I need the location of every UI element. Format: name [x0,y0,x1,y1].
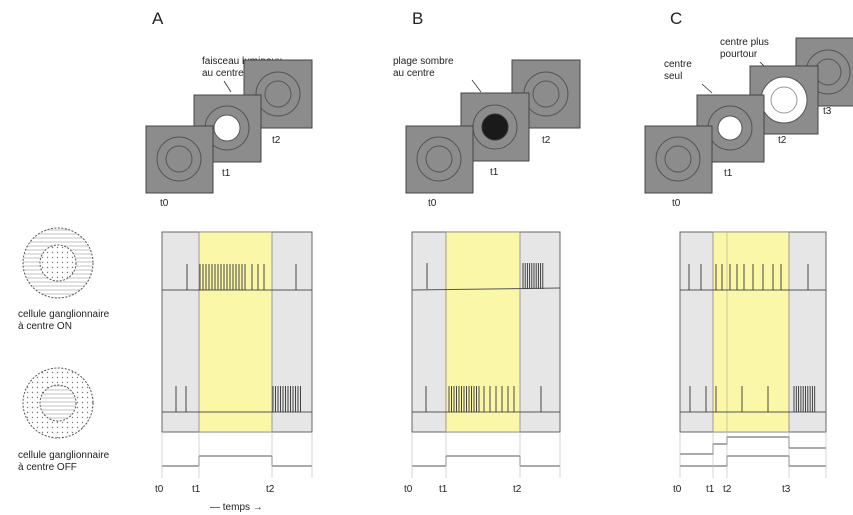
off-cell-label-line1: cellule ganglionnaire [18,450,110,461]
time-label-b-t1: t1 [439,484,448,495]
panel-b-traces: t0 t1 t2 [404,231,561,495]
frame-label-c-t2: t2 [778,135,787,146]
callout-a-line2: au centre [202,68,244,79]
time-axis-label: — temps → [210,502,263,513]
frame-label-c-t1: t1 [724,168,733,179]
time-label-c-t0: t0 [673,484,682,495]
panel-c-stimulus: centre seul centre plus pourtour t3 t2 t… [644,37,853,209]
on-cell-label-line2: à centre ON [18,321,72,332]
time-label-b-t0: t0 [404,484,413,495]
callout-b-line2: au centre [393,68,435,79]
callout-a-line1: faisceau lumineux [202,56,282,67]
spike-train-a [175,264,301,412]
frame-label-a-t2: t2 [272,135,281,146]
callout-c-surround-line2: pourtour [720,49,758,60]
off-cell-label-line2: à centre OFF [18,462,77,473]
callout-c-surround-line1: centre plus [720,37,769,48]
time-label-b-t2: t2 [513,484,522,495]
panel-a-traces: t0 t1 t2 — temps → [155,231,313,513]
panel-letter-a: A [152,9,164,28]
spike-train-c [688,264,816,412]
callout-c-centre-line1: centre [664,59,692,70]
panel-letter-b: B [412,9,423,28]
panel-letter-c: C [670,9,682,28]
frame-label-b-t1: t1 [490,167,499,178]
frame-label-c-t3: t3 [823,106,832,117]
frame-label-b-t0: t0 [428,198,437,209]
callout-c-centre-line2: seul [664,71,682,82]
frame-label-a-t1: t1 [222,168,231,179]
panel-b-stimulus: plage sombre au centre t2 t1 t0 [393,56,581,209]
callout-b-line1: plage sombre [393,56,454,67]
time-label-a-t1: t1 [192,484,201,495]
time-label-c-t1: t1 [706,484,715,495]
on-centre-cell-icon [22,227,94,299]
on-cell-label-line1: cellule ganglionnaire [18,309,110,320]
time-label-c-t3: t3 [782,484,791,495]
frame-b-t0 [405,125,474,194]
frame-c-t0 [644,125,713,194]
frame-a-t0 [145,125,214,194]
frame-label-c-t0: t0 [672,198,681,209]
off-centre-cell-icon [22,367,94,439]
panel-c-traces: t0 t1 t2 t3 [673,231,827,495]
frame-label-a-t0: t0 [160,198,169,209]
frame-label-b-t2: t2 [542,135,551,146]
time-label-a-t2: t2 [266,484,275,495]
spike-train-b [425,263,544,412]
panel-a-stimulus: faisceau lumineux au centre t2 t1 t0 [145,56,313,209]
time-label-a-t0: t0 [155,484,164,495]
time-label-c-t2: t2 [723,484,732,495]
